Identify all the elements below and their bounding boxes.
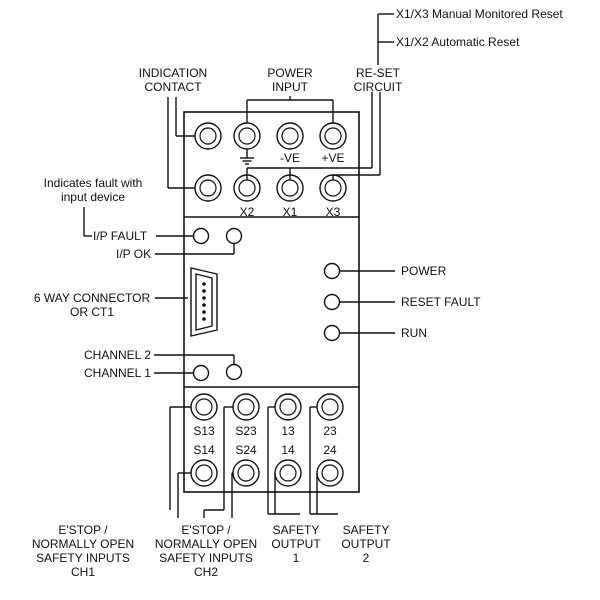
label-out2-line1: SAFETY [343,523,390,537]
terminal-s13 [190,393,218,421]
terminal-14 [274,459,302,487]
terminal-s23 [232,393,260,421]
label-s14: S14 [193,443,215,457]
label-24: 24 [323,443,337,457]
six-way-connector-icon [190,267,218,337]
label-out2-line3: 2 [363,551,370,565]
power-led [323,262,341,280]
power-input-bracket [246,96,334,123]
terminal-neg-ve [276,122,304,150]
label-14: 14 [281,443,295,457]
label-13: 13 [281,424,295,438]
label-s24: S24 [235,443,257,457]
reset-option-automatic: X1/X2 Automatic Reset [396,35,520,49]
channel2-leader [154,354,235,365]
label-ch2-line1: E'STOP / [181,523,231,537]
label-out1-line1: SAFETY [273,523,320,537]
label-ch2-line2: NORMALLY OPEN [155,537,257,551]
label-ch2-line3: SAFETY INPUTS [159,551,253,565]
fault-note-line2: input device [61,190,125,204]
label-channel2: CHANNEL 2 [84,348,151,362]
label-connector-line1: 6 WAY CONNECTOR [34,291,151,305]
reset-option-manual: X1/X3 Manual Monitored Reset [396,7,563,21]
terminal-indication-top [194,122,222,150]
label-out1-line2: OUTPUT [271,537,321,551]
reset-fault-led [323,293,341,311]
terminal-s14 [190,459,218,487]
output1-wiring [267,406,300,515]
run-led [323,324,341,342]
reset-selection-wiring [377,13,394,65]
terminal-x3 [319,174,347,202]
indication-contact-wiring [167,97,195,189]
label-ch1-line2: NORMALLY OPEN [32,537,134,551]
label-ch1-line4: CH1 [71,565,95,579]
label-out1-line3: 1 [293,551,300,565]
label-x3: X3 [326,205,341,219]
label-x2: X2 [240,205,255,219]
terminal-indication-bottom [194,174,222,202]
terminal-pos-ve [319,122,347,150]
ip-ok-led [225,227,243,245]
ip-ok-leader [155,243,235,255]
label-ip-fault: I/P FAULT [93,229,148,243]
ip-fault-led [192,227,210,245]
terminal-23 [316,393,344,421]
ch2-input-wiring [203,406,233,518]
label-power: POWER [401,264,447,278]
label-ch1-line1: E'STOP / [58,523,108,537]
label-power-input-line1: POWER [267,66,313,80]
label-connector-line2: OR CT1 [70,305,114,319]
terminal-x1 [276,174,304,202]
terminal-13 [274,393,302,421]
label-power-input-line2: INPUT [272,80,309,94]
label-s23: S23 [235,424,257,438]
output2-wiring [309,406,338,515]
fault-note-line1: Indicates fault with [44,176,143,190]
label-out2-line2: OUTPUT [341,537,391,551]
label-channel1: CHANNEL 1 [84,366,151,380]
channel2-led [225,363,243,381]
label-ip-ok: I/P OK [116,247,151,261]
earth-symbol-icon [240,149,254,165]
label-reset-circuit-line2: CIRCUIT [354,80,403,94]
label-ch1-line3: SAFETY INPUTS [36,551,130,565]
terminal-24 [316,459,344,487]
terminal-earth [233,122,261,150]
label-indication-contact-line2: CONTACT [144,80,202,94]
ch1-input-wiring [169,406,191,518]
label-run: RUN [401,326,427,340]
label-ch2-line4: CH2 [194,565,218,579]
label-23: 23 [323,424,337,438]
channel1-led [192,364,210,382]
label-x1: X1 [283,205,298,219]
label-reset-circuit-line1: RE-SET [356,66,401,80]
label-indication-contact-line1: INDICATION [139,66,207,80]
label-s13: S13 [193,424,215,438]
reset-circuit-wiring [246,92,381,180]
label-neg-ve: -VE [280,151,300,165]
label-pos-ve: +VE [321,151,344,165]
terminal-x2 [233,174,261,202]
terminal-s24 [232,459,260,487]
label-reset-fault: RESET FAULT [401,295,481,309]
fault-note-leader [83,207,92,237]
